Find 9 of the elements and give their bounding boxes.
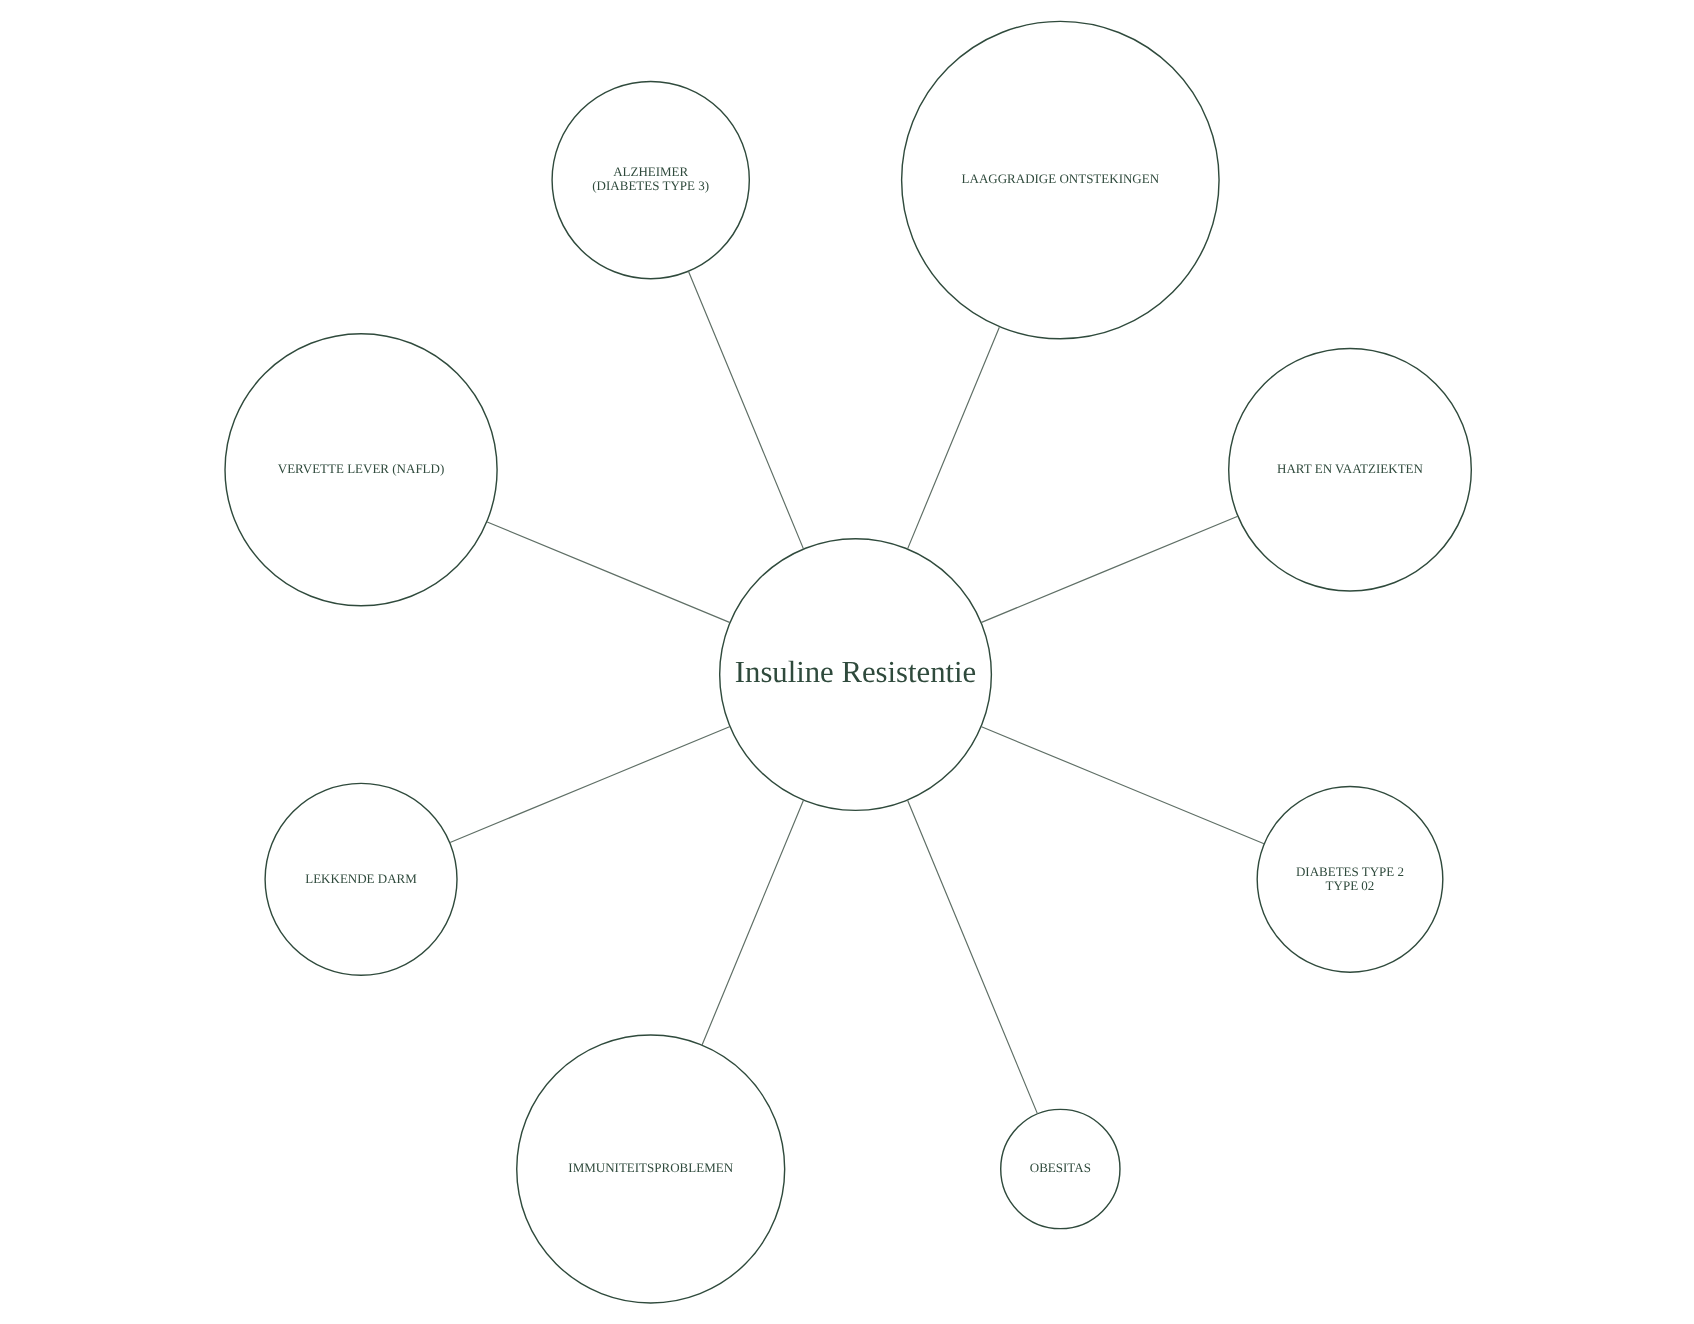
connector: [686, 270, 804, 550]
connector: [979, 725, 1264, 845]
connector: [485, 521, 730, 624]
connector: [448, 725, 730, 844]
connector: [905, 326, 999, 550]
connector: [700, 799, 804, 1046]
node-circle: Insuline Resistentie: [717, 538, 992, 812]
connector: [979, 515, 1238, 624]
connector: [905, 799, 1038, 1115]
